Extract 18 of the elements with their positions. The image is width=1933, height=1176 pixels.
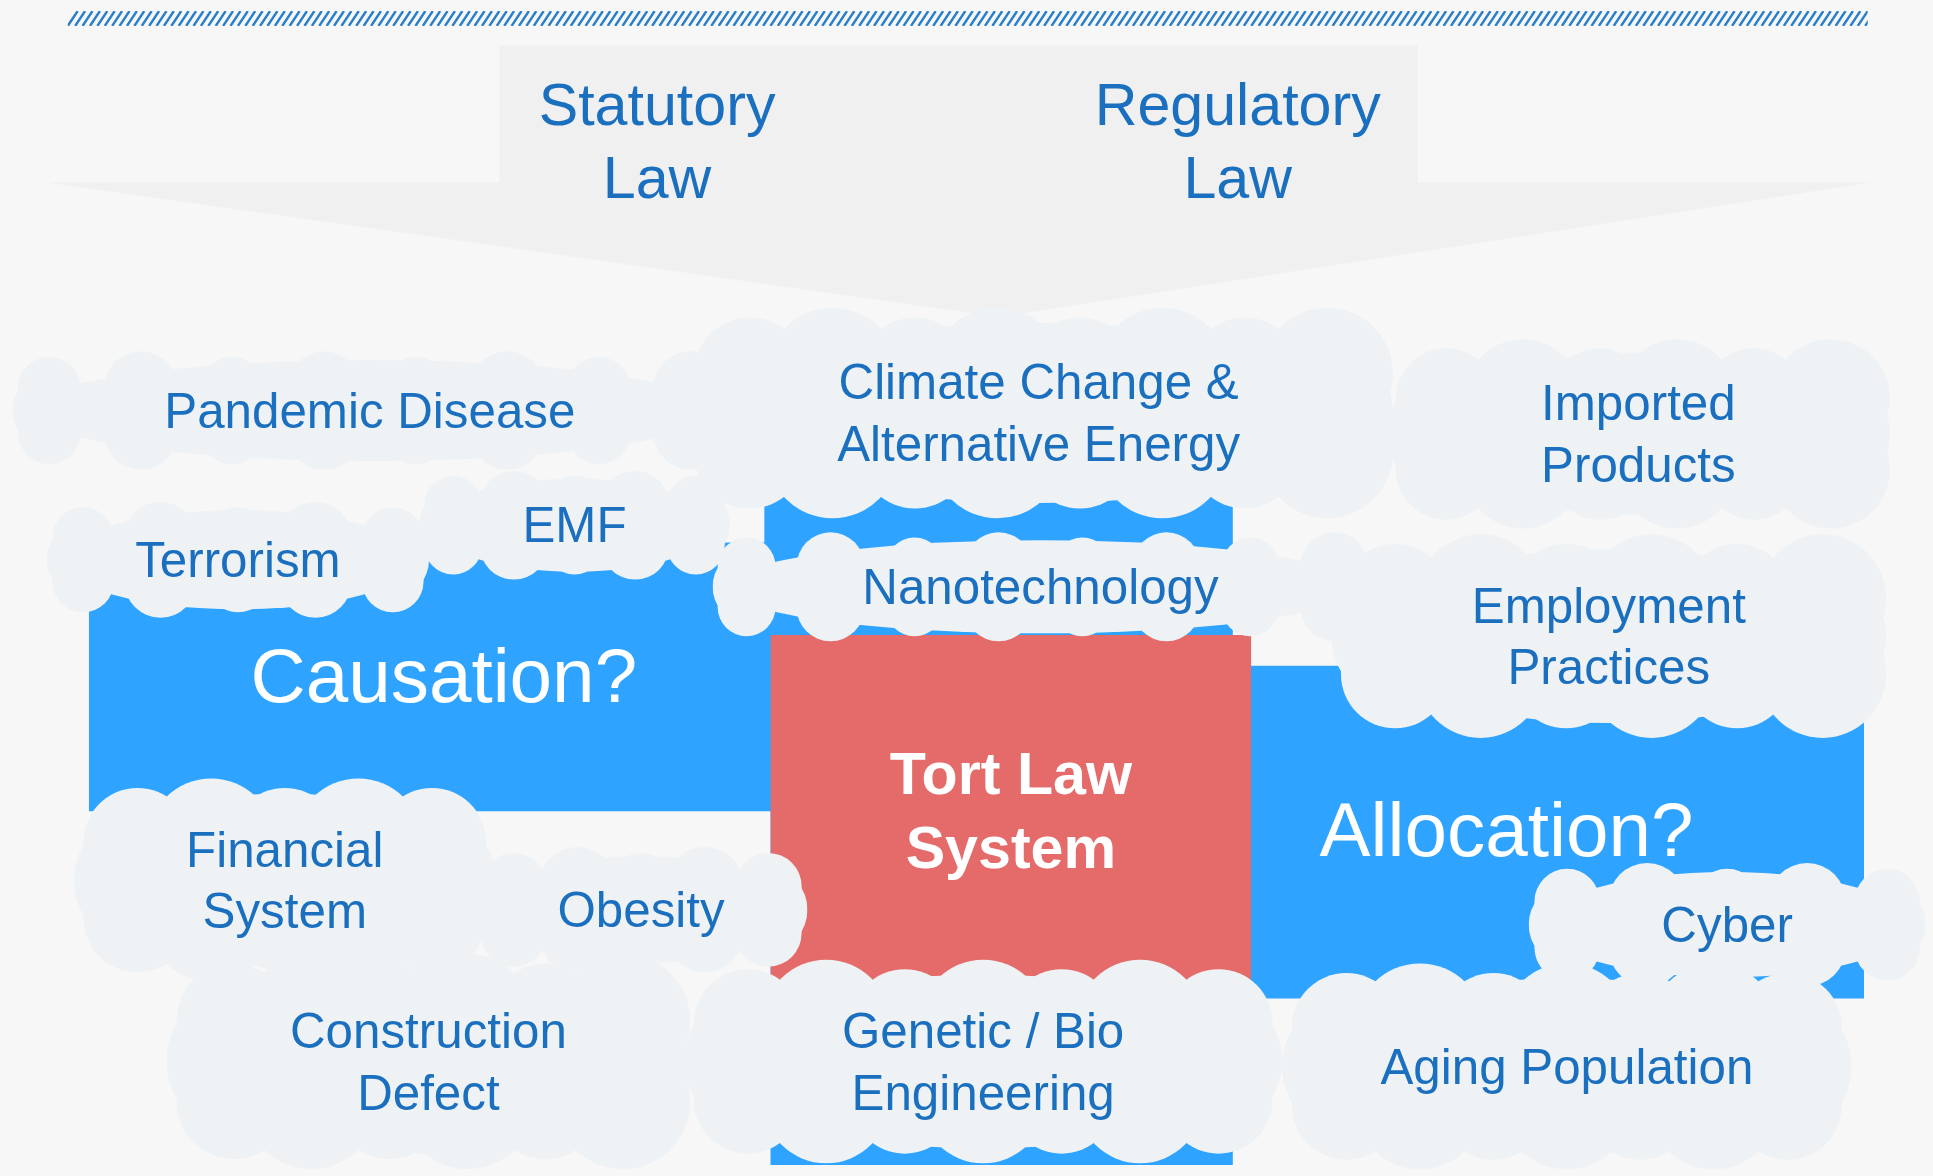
cloud-label: Genetic / Bio Engineering <box>841 1002 1126 1122</box>
heading-label: Statutory Law <box>537 70 777 213</box>
cloud-label: EMF <box>521 497 628 555</box>
cloud-label: Financial System <box>185 821 385 941</box>
cloud-label: Construction Defect <box>289 1002 568 1122</box>
question-label: Causation? <box>249 631 639 720</box>
cloud-label: Cyber <box>1660 896 1794 954</box>
cloud-label: Nanotechnology <box>861 558 1220 616</box>
box-label: Tort Law System <box>888 739 1133 882</box>
cloud-label: Employment Practices <box>1470 577 1747 697</box>
question-label: Allocation? <box>1318 785 1695 874</box>
cloud-label: Obesity <box>556 881 726 939</box>
cloud-label: Terrorism <box>134 531 342 589</box>
cloud-label: Imported Products <box>1540 375 1737 494</box>
heading-label: Regulatory Law <box>1093 70 1382 213</box>
cloud-label: Pandemic Disease <box>163 382 577 440</box>
cloud-label: Climate Change & Alternative Energy <box>836 354 1242 473</box>
cloud-label: Aging Population <box>1379 1038 1755 1096</box>
